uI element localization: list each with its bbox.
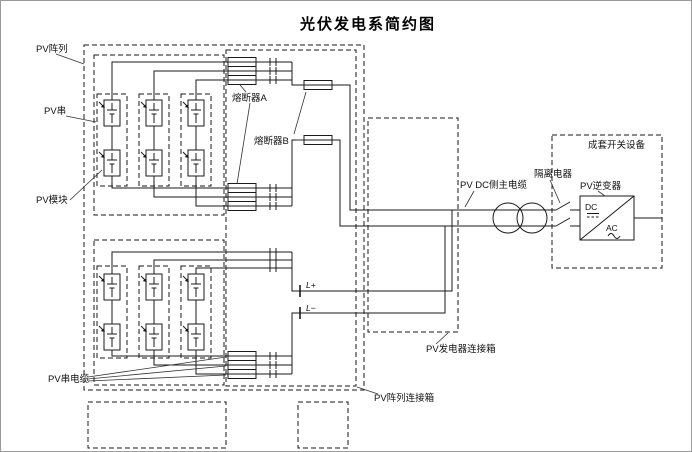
fuse-b-label: 熔断器B [254,135,289,147]
leader-lines [55,53,606,395]
inverter-label: PV逆变器 [580,180,622,192]
generator-junction-box-label: PV发电器连接箱 [426,343,496,355]
dc-cable-coupler-symbol [492,202,548,234]
isolator-label: 隔离电器 [534,168,573,180]
isolator-blade [555,217,571,227]
pv-array-box [83,44,365,391]
fuse-a-label: 熔断器A [232,92,268,104]
pv-string-label: PV串 [44,106,66,117]
isolator-blade [555,201,571,211]
terminal-positive-label: L+ [306,280,316,290]
continuation-box-right [297,401,349,449]
continuation-box-left [87,401,227,449]
switchgear-box [551,134,663,269]
array-junction-box [225,49,357,387]
switchgear-label: 成套开关设备 [588,139,646,151]
string-cable-label: PV串电缆 [48,373,90,385]
subarray-top-box [93,54,225,216]
ac-wave-symbol [607,233,621,239]
pv-module-label: PV模块 [36,194,68,206]
dc-main-bus [332,84,662,227]
pv-array-label: PV阵列 [36,43,68,55]
string-box [96,265,128,359]
generator-junction-box [367,117,459,333]
inverter-box [579,195,635,241]
inverter-symbol [579,195,635,241]
dc-label: DC [585,202,597,212]
ac-label: AC [606,223,618,233]
subarray-bottom-box [93,239,225,386]
dc-main-cable-label: PV DC侧主电缆 [460,179,528,191]
terminal-negative-label: L− [306,303,316,313]
diagram-title: 光伏发电系简约图 [299,15,436,33]
array-junction-box-label: PV阵列连接箱 [374,392,434,404]
diagram-labels: PV阵列 PV串 PV模块 熔断器A 熔断器B L+ L− PV串电缆 PV阵列… [36,43,646,404]
